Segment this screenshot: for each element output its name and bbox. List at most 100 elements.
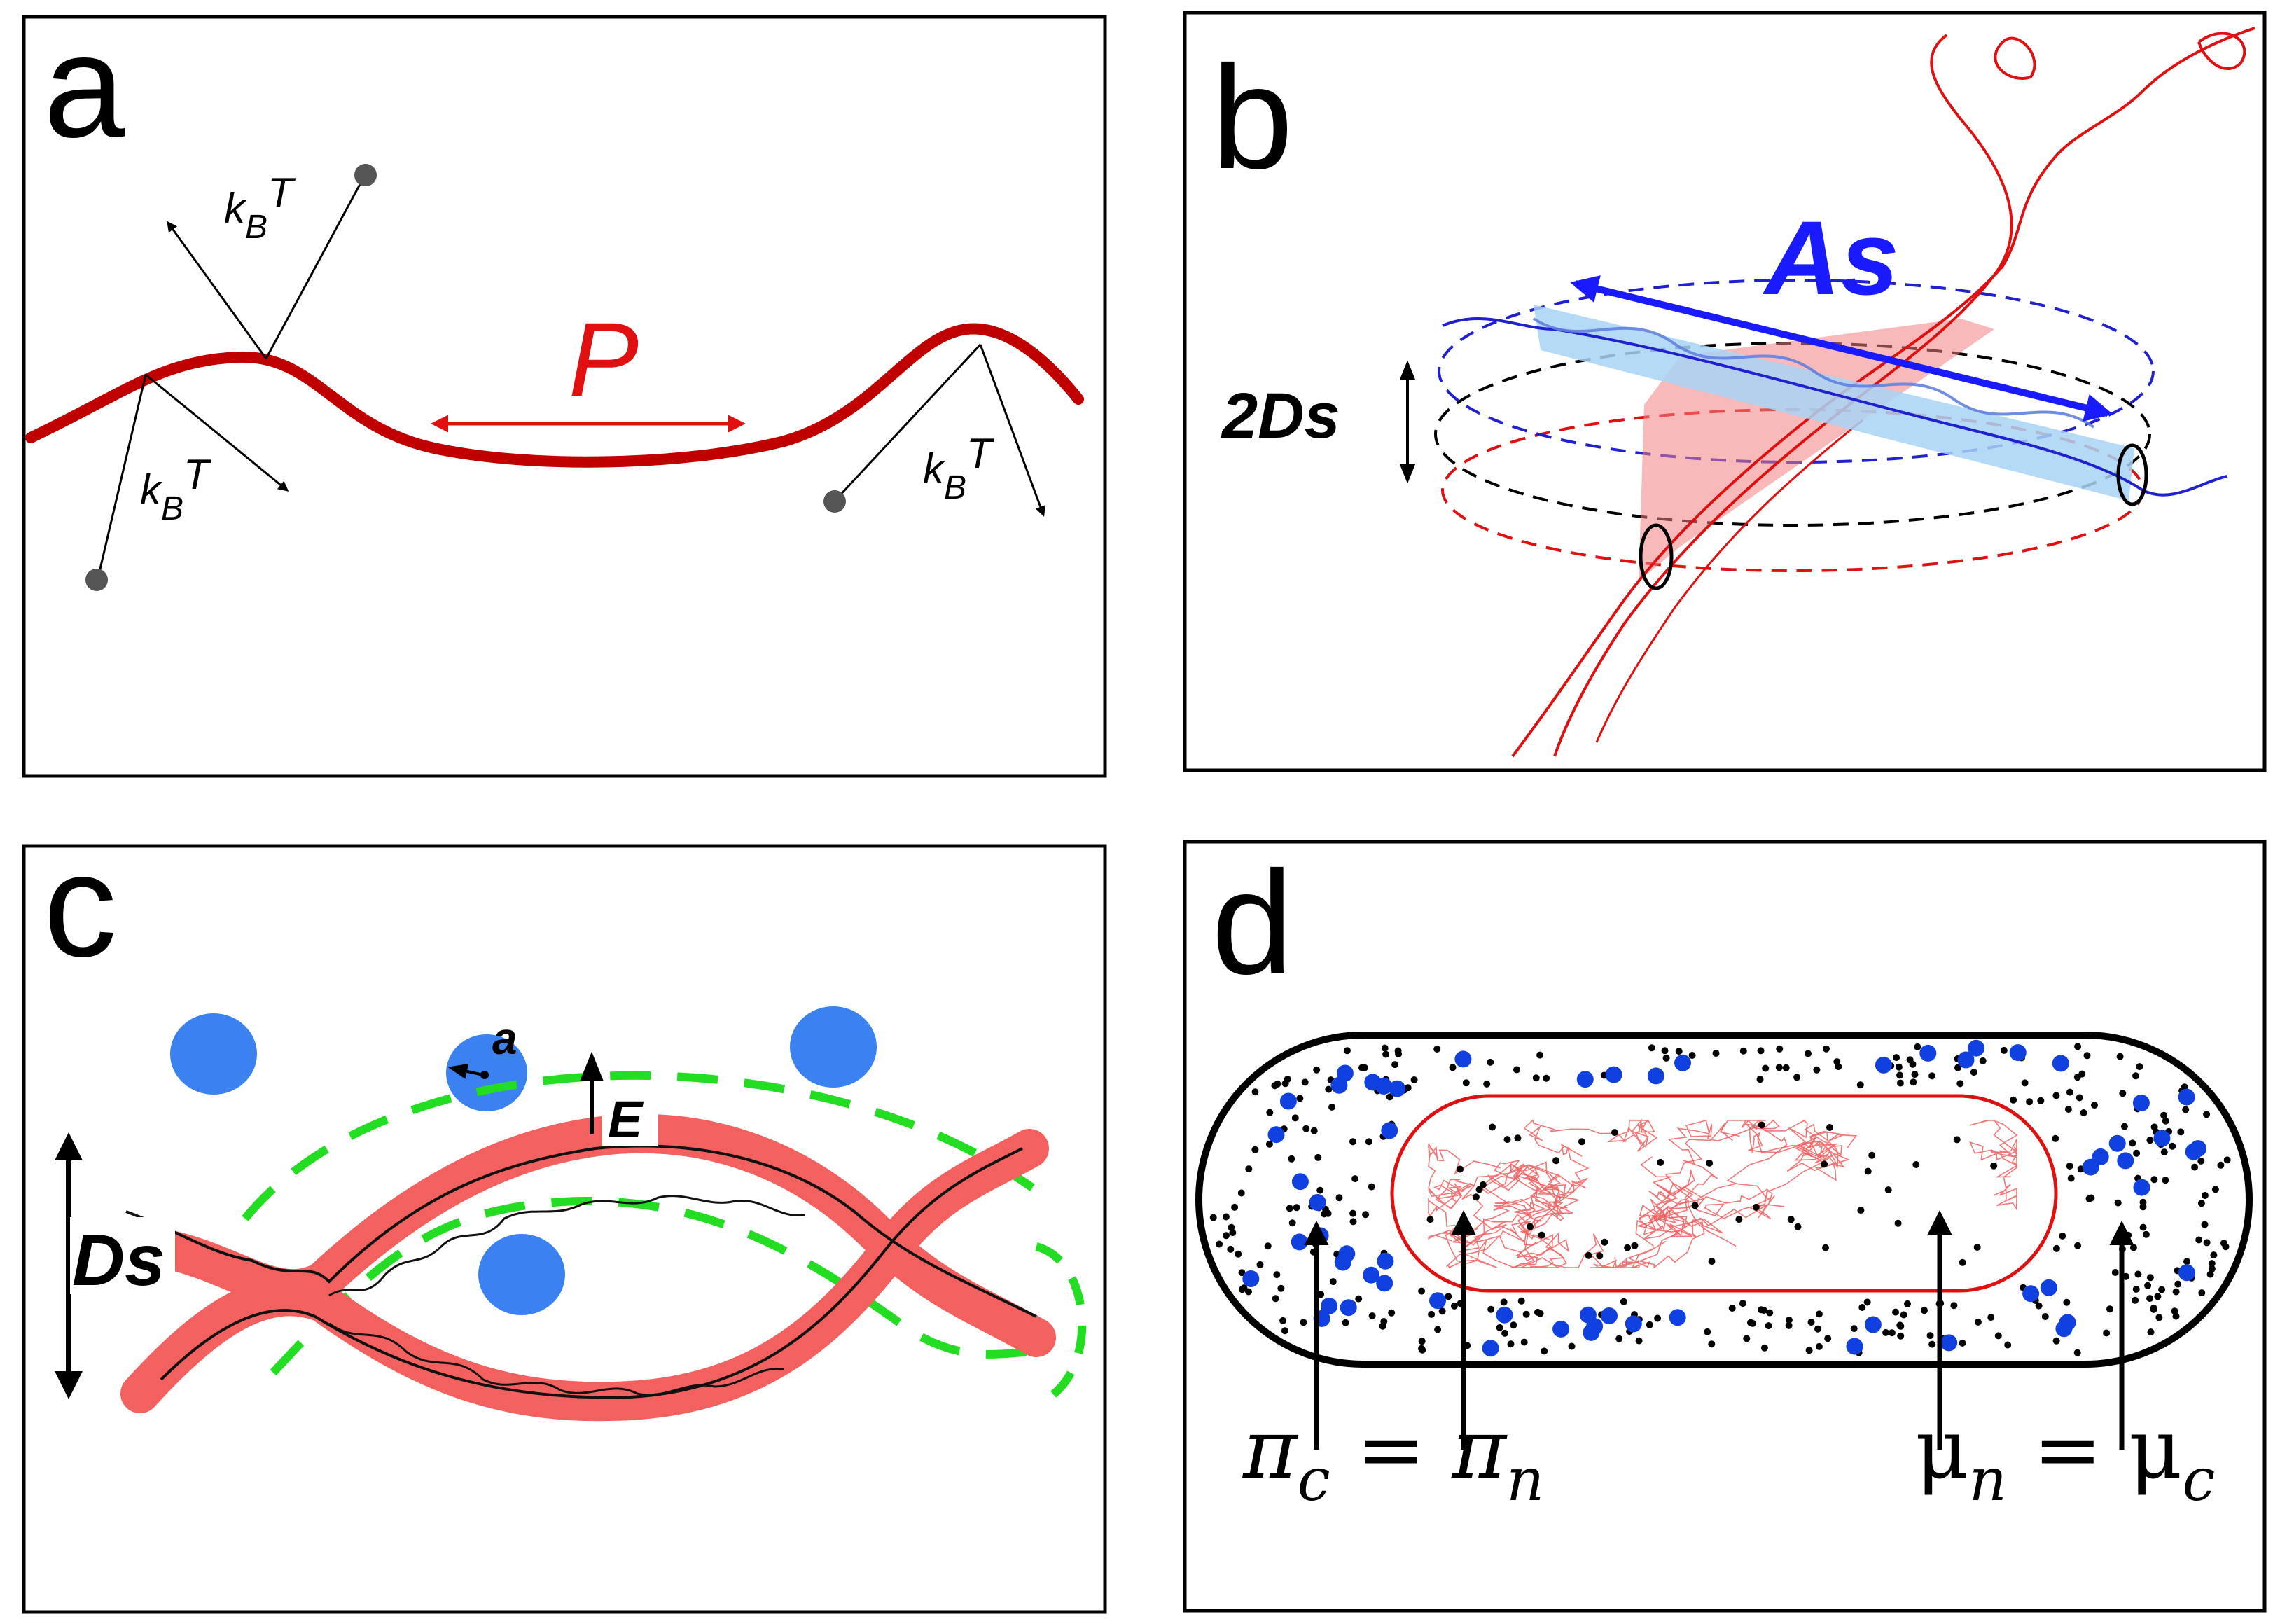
nucleoid-crowder-particle [1787, 1216, 1795, 1223]
ion-particle [1242, 1270, 1260, 1287]
crowder-particle [2220, 1240, 2227, 1247]
crowder-particle [1216, 1240, 1223, 1248]
crowder-particle [2162, 1177, 2169, 1184]
crowder-particle [1510, 1321, 1517, 1329]
crowder-particle [1807, 1319, 1815, 1326]
crowder-particle [2052, 1244, 2060, 1252]
crowder-particle [1760, 1344, 1768, 1352]
crowder-particle [1418, 1338, 1426, 1345]
ion-particle [1482, 1340, 1499, 1357]
crowder-particle [1229, 1229, 1237, 1237]
crowder-particle [1507, 1340, 1515, 1348]
solvent-molecule-3 [823, 490, 846, 513]
nucleoid-dna-strand [1636, 1156, 1775, 1237]
nucleoid-crowder-particle [1657, 1158, 1664, 1166]
crowder-particle [1970, 1069, 1977, 1076]
crowder-particle [1302, 1125, 1310, 1132]
crowder-particle [1368, 1183, 1375, 1191]
crowder-particle [1888, 1329, 1896, 1337]
crowder-particle [2198, 1289, 2206, 1297]
crowder-particle [1277, 1284, 1285, 1292]
nucleoid-particles [1426, 1121, 1998, 1266]
crowder-particle [2073, 1074, 2081, 1081]
crowder-particle [1765, 1322, 1772, 1330]
crowder-particle [2174, 1280, 2182, 1288]
crowder-particle [2146, 1295, 2154, 1303]
crowder-particle [2116, 1053, 2124, 1060]
crowder-particle [1648, 1044, 1655, 1052]
ion-particle [1321, 1297, 1338, 1314]
crowder-particle [2004, 1341, 2012, 1349]
crowder-particle [1349, 1138, 1356, 1146]
crowder-particle [1513, 1066, 1520, 1074]
crowder-particle [1897, 1332, 1905, 1340]
crowder-particle [2155, 1314, 2163, 1321]
panel-d-letter: d [1211, 840, 1293, 1005]
crowder-particle [1536, 1051, 1544, 1059]
crowder-particle [1863, 1298, 1871, 1306]
crowder-particle [1238, 1286, 1246, 1293]
ion-particle [1576, 1071, 1594, 1088]
e-label: E [608, 1090, 644, 1148]
crowder-particle [1766, 1309, 1774, 1317]
as-label: As [1762, 199, 1899, 317]
crowder-particle [1434, 1326, 1442, 1333]
dna-helix-strand-1 [125, 1144, 1037, 1318]
crowder-particle [1410, 1076, 1418, 1083]
crowder-particle [1704, 1328, 1711, 1335]
crowder-particle [1893, 1054, 1900, 1062]
crowder-particle [1661, 1047, 1669, 1055]
crowder-particle [2073, 1349, 2081, 1356]
ion-particle [1864, 1316, 1882, 1333]
crowder-particle [2172, 1288, 2180, 1296]
crowder-particle [2223, 1156, 2231, 1164]
crowder-particle [1251, 1146, 1259, 1153]
crowder-particle [2066, 1163, 2073, 1170]
crowder-particle [2211, 1186, 2219, 1193]
ds2-label: 2Ds [1221, 380, 1340, 452]
ion-particle [2132, 1095, 2150, 1111]
nucleoid-crowder-particle [1894, 1219, 1902, 1227]
nucleoid-crowder-particle [1912, 1161, 1920, 1168]
crowder-particle [2139, 1203, 2147, 1211]
nucleoid-crowder-particle [1514, 1134, 1522, 1142]
nucleoid-crowder-particle [1527, 1223, 1534, 1230]
crowder-particle [1814, 1325, 1821, 1333]
crowder-particle [1271, 1082, 1279, 1090]
panel-b: b [1183, 11, 2267, 772]
crowder-particle [1850, 1325, 1858, 1333]
crowder-particle [1895, 1063, 1903, 1071]
crowder-particle [1994, 1332, 2002, 1340]
e-label-bg [602, 1091, 658, 1146]
crowder-particle [2201, 1192, 2209, 1199]
crowder-particle [1921, 1307, 1928, 1314]
crowder-particle [1279, 1317, 1287, 1324]
crowder-particle [2144, 1282, 2152, 1289]
nucleoid-crowder-particle [1826, 1124, 1833, 1131]
crowder-particle [1911, 1071, 1919, 1078]
crowder-particle [2132, 1296, 2139, 1304]
crowder-particle [1329, 1278, 1337, 1286]
crowder-particle [2208, 1265, 2216, 1272]
ion-particle [1377, 1252, 1394, 1270]
chemical-potential-equation: μn = μc [1915, 1401, 2215, 1514]
nucleoid-crowder-particle [1706, 1159, 1714, 1167]
crowder-particle [2162, 1117, 2169, 1125]
nucleoid-crowder-particle [1601, 1238, 1608, 1246]
nucleoid-crowder-particle [1953, 1136, 1961, 1144]
crowder-particle [1739, 1047, 1747, 1055]
crowder-particle [2177, 1128, 2185, 1136]
ds-label-bg [70, 1217, 175, 1294]
panel-a-letter: a [43, 4, 125, 168]
crowder-particle [1500, 1298, 1508, 1306]
nucleoid-crowder-particle [1821, 1160, 1828, 1168]
panel-c-frame [22, 844, 1107, 1614]
ion-particle [1919, 1044, 1937, 1062]
ion-particle [1496, 1306, 1513, 1324]
crowder-particle [1433, 1046, 1441, 1053]
nucleoid-dna [1427, 1118, 2018, 1269]
crowder-particle [1296, 1095, 1304, 1102]
nucleoid-crowder-particle [1611, 1129, 1618, 1137]
nucleoid-dna-strand [1442, 1163, 1580, 1269]
crowder-particle [2091, 1102, 2098, 1109]
